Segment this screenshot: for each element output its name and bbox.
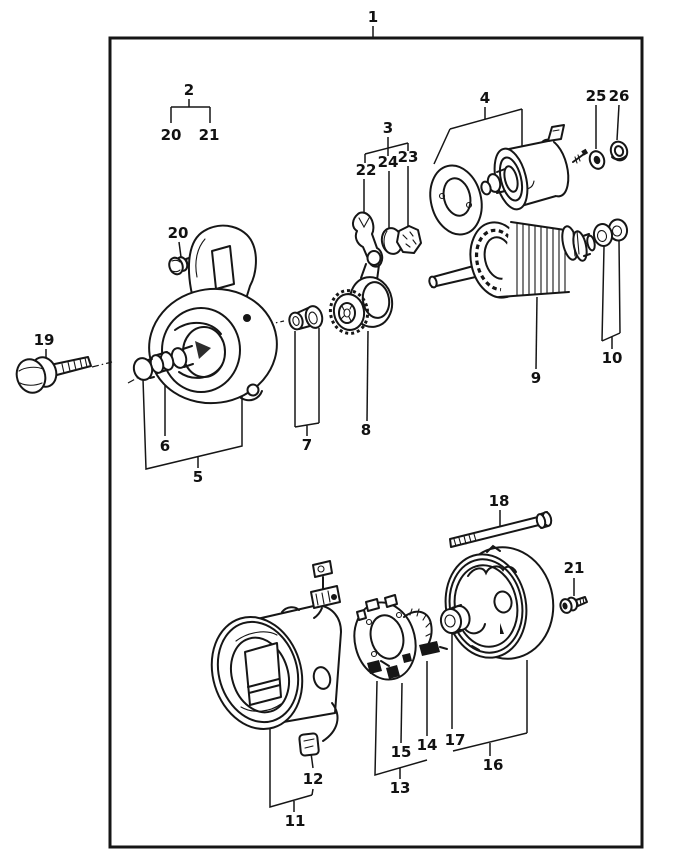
body-screw [243,314,251,322]
field-lead-wire [322,702,339,742]
yoke-assembly-11 [210,560,343,757]
leader-10 [601,240,621,349]
bracket-5 [142,378,243,470]
terminal-block [310,585,341,609]
bracket-13 [374,680,428,779]
callout-25: 25 [586,87,607,105]
leader-7 [294,328,320,436]
callout-3: 3 [383,119,393,137]
lever-packing-23 [396,225,422,254]
armature-9 [428,221,596,299]
overrun-clutch-8 [328,276,394,335]
leader-lines [45,26,621,812]
callout-15: 15 [391,743,412,761]
brush-holder-13 [353,594,448,681]
magnetic-switch-4 [429,124,589,236]
yoke-side-hole [312,666,332,690]
leader-8 [366,330,369,422]
diagram-border [108,36,644,849]
callout-1: 1 [368,8,378,26]
stop-collar-7 [288,305,324,331]
leader-15 [400,682,403,744]
callout-13: 13 [390,779,411,797]
callout-9: 9 [531,369,541,387]
bracket-3 [364,137,409,163]
callout-2: 2 [184,81,194,99]
callout-7: 7 [302,436,312,454]
lead-clip-12 [298,732,320,757]
callout-20-legend: 20 [161,126,182,144]
callout-11: 11 [285,812,306,830]
terminal-bracket [312,560,333,578]
bracket-11 [269,726,313,812]
switch-terminal-tab [547,124,565,142]
callout-5: 5 [193,468,203,486]
plunger-tip [480,180,492,196]
callout-6: 6 [160,437,170,455]
bracket-16 [452,660,528,756]
callout-10: 10 [602,349,623,367]
bracket-2 [170,99,211,123]
brush-14 [419,641,440,656]
callout-20: 20 [168,224,189,242]
screw-21 [559,596,588,614]
callout-8: 8 [361,421,371,439]
ear-slot [211,245,235,290]
callout-24: 24 [378,153,399,171]
leader-20 [178,241,182,258]
shaft-end [586,234,596,252]
callout-23: 23 [398,148,419,166]
pinion-stop-knob [132,357,154,381]
callout-21: 21 [564,559,585,577]
washer-25 [588,150,606,170]
leader-26 [616,104,620,141]
callout-26: 26 [609,87,630,105]
bearing-boss-17 [439,604,471,635]
callout-22: 22 [356,161,377,179]
thrust-washers-10 [592,218,629,247]
callouts: 1 2 20 21 3 22 24 23 4 25 26 20 19 6 5 7… [34,8,630,830]
leader-9 [535,296,538,370]
callout-17: 17 [445,731,466,749]
callout-21-legend: 21 [199,126,220,144]
pole-window [244,642,282,706]
callout-19: 19 [34,331,55,349]
callout-14: 14 [417,736,438,754]
hex-bolt-19 [15,356,92,394]
through-bolt-18 [449,511,553,548]
shift-lever-22 [352,211,384,281]
switch-stud [581,148,589,156]
rear-bracket-16 [439,544,555,660]
callout-12: 12 [303,770,324,788]
callout-4: 4 [480,89,490,107]
washer-26 [609,140,629,162]
lower-ear-hole [246,383,260,397]
leader-4 [433,107,523,165]
callout-16: 16 [483,756,504,774]
pinion-shaft-6 [132,345,194,381]
callout-18: 18 [489,492,510,510]
front-bracket-assembly-5 [132,224,278,405]
